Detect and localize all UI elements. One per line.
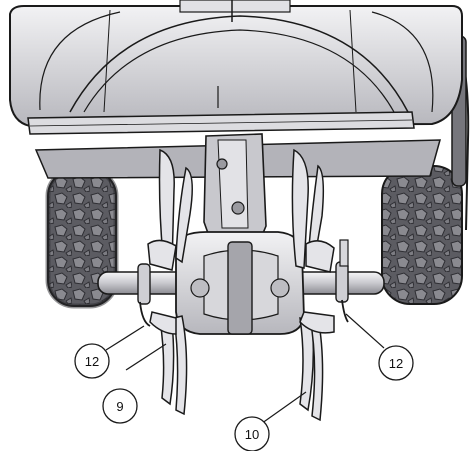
right-tine-blades — [291, 148, 335, 422]
right-shaft-clip — [335, 239, 349, 323]
left-shaft-clip — [137, 263, 151, 327]
callout-12-right: 12 — [378, 345, 414, 381]
callout-10-label: 10 — [245, 427, 259, 442]
callout-12-left-label: 12 — [85, 354, 99, 369]
tine-shield — [9, 0, 463, 179]
callout-9-label: 9 — [116, 399, 123, 414]
callout-leaders — [105, 313, 385, 427]
gearbox-hub — [175, 231, 305, 335]
callout-10: 10 — [234, 416, 270, 451]
left-tine-blades — [147, 148, 193, 416]
callout-9: 9 — [102, 388, 138, 424]
callout-12-left: 12 — [74, 343, 110, 379]
callout-12-right-label: 12 — [389, 356, 403, 371]
transmission-housing — [203, 133, 267, 257]
